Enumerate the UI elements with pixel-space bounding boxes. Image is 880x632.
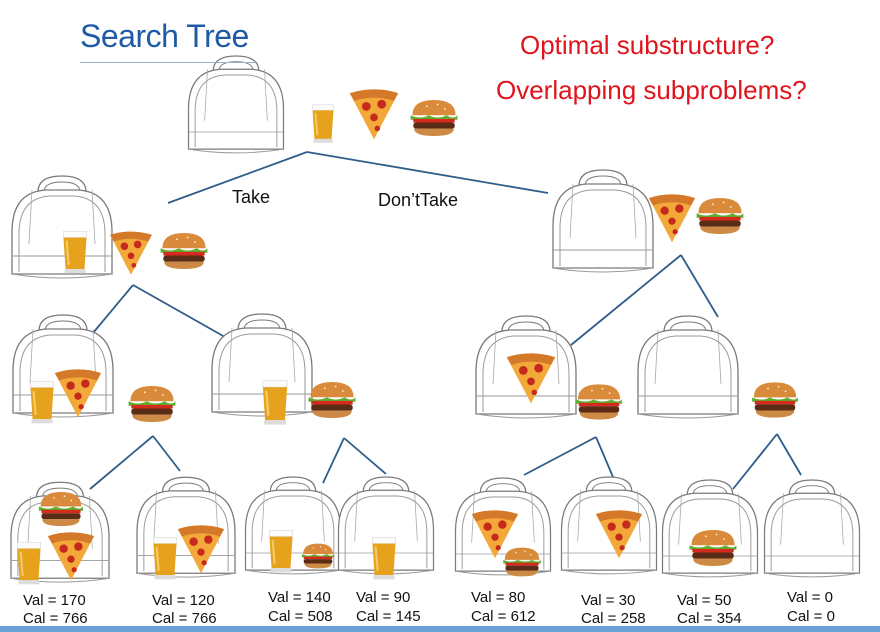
leaf-3-value: Val = 140 (268, 589, 331, 606)
burger-icon (576, 384, 622, 420)
leaf-1-value: Val = 170 (23, 592, 86, 609)
burger-icon (689, 530, 737, 566)
dont-take-node (552, 169, 744, 273)
leaf-6-node (560, 476, 658, 575)
beer-icon (62, 230, 88, 275)
node-pizza-burger (475, 315, 622, 420)
dont-take-root-to-n2-line (306, 151, 549, 194)
beer-icon (29, 380, 55, 425)
leaf-1-node (10, 481, 110, 586)
edge-n21-to-leaf5-line (523, 436, 597, 476)
slide-title: Search Tree (80, 18, 249, 54)
leaf-5-node (454, 477, 552, 577)
pizza-icon (110, 231, 152, 275)
leaf-8-node (763, 479, 861, 578)
edge-n2-to-n21-line (570, 254, 682, 346)
beer-icon (371, 536, 397, 581)
edge-label-take: Take (232, 187, 271, 207)
burger-icon (696, 198, 744, 234)
title-underline (80, 62, 255, 63)
leaf-8-calories: Cal = 0 (787, 608, 835, 625)
burger-icon (38, 492, 84, 526)
edge-n1-to-n12-line (132, 284, 233, 342)
backpack-icon (12, 314, 114, 418)
beer-icon (311, 103, 335, 144)
leaf-2-value: Val = 120 (152, 592, 215, 609)
leaf-7-node (661, 479, 759, 578)
pizza-icon (648, 194, 696, 243)
burger-icon (301, 543, 335, 569)
edge-n2-to-n22-line (680, 254, 719, 318)
edge-n22-to-leaf8-line (776, 433, 802, 476)
beer-icon (268, 529, 294, 574)
beer-icon (16, 541, 42, 586)
pizza-icon (349, 89, 399, 140)
leaf-8-value: Val = 0 (787, 589, 834, 606)
leaf-7-value: Val = 50 (677, 592, 732, 609)
take-root-to-n1-line (167, 151, 308, 204)
burger-icon (160, 233, 208, 269)
leaf-4-calories: Cal = 145 (356, 608, 421, 625)
leaf-3-node (244, 476, 342, 575)
leaf-7-calories: Cal = 354 (677, 610, 742, 627)
question-overlapping-subproblems: Overlapping subproblems? (496, 75, 807, 105)
leaf-2-calories: Cal = 766 (152, 610, 217, 627)
burger-icon (503, 547, 541, 577)
backpack-icon (637, 315, 739, 419)
leaf-6-value: Val = 30 (581, 592, 636, 609)
edge-n12-to-leaf4-line (343, 437, 387, 475)
beer-icon (152, 536, 178, 581)
backpack-icon (552, 169, 654, 273)
burger-icon (128, 386, 176, 422)
node-beer-burger (211, 313, 356, 426)
bottom-accent-bar (0, 626, 880, 632)
backpack-icon (211, 313, 313, 417)
root-node (187, 55, 458, 154)
burger-icon (410, 100, 458, 136)
backpack-icon (11, 175, 113, 279)
take-node (11, 175, 208, 279)
leaf-4-value: Val = 90 (356, 589, 411, 606)
leaf-5-calories: Cal = 612 (471, 608, 536, 625)
edge-n12-to-leaf3-line (322, 437, 345, 484)
question-optimal-substructure: Optimal substructure? (520, 30, 775, 60)
edge-n1-to-n11-line (92, 284, 134, 334)
node-burger (637, 315, 798, 419)
burger-icon (752, 382, 798, 418)
leaf-3-calories: Cal = 508 (268, 608, 333, 625)
edge-n21-to-leaf6-line (595, 436, 614, 478)
backpack-icon (187, 55, 285, 154)
backpack-icon (763, 479, 861, 578)
leaf-4-node (337, 476, 435, 581)
edge-n22-to-leaf7-line (732, 433, 778, 490)
leaf-1-calories: Cal = 766 (23, 610, 88, 627)
leaf-6-calories: Cal = 258 (581, 610, 646, 627)
leaf-2-node (136, 476, 236, 581)
beer-icon (261, 379, 289, 426)
leaf-5-value: Val = 80 (471, 589, 526, 606)
edge-n11-to-leaf1-line (89, 435, 154, 490)
edge-label-dont-take: Don’tTake (378, 190, 459, 210)
burger-icon (308, 382, 356, 418)
edge-n11-to-leaf2-line (152, 435, 181, 472)
